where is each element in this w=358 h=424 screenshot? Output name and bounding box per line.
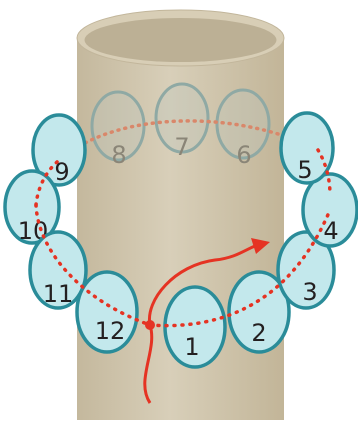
- ring-8-label: 8: [111, 141, 126, 169]
- ring-12: 12: [75, 270, 139, 354]
- ring-8-ellipse: [90, 90, 146, 162]
- ring-7-label: 7: [174, 133, 189, 161]
- ring-11: 11: [28, 230, 88, 310]
- cylinder-top-inner: [84, 18, 277, 62]
- ring-7-ellipse: [154, 82, 210, 154]
- ring-5-label: 5: [297, 156, 312, 184]
- ring-11-label: 11: [43, 280, 74, 308]
- ring-5-ellipse: [279, 111, 335, 185]
- ring-9: 9: [31, 113, 87, 187]
- ring-2: 2: [227, 270, 291, 354]
- ring-3: 3: [276, 230, 336, 310]
- ring-10-ellipse: [3, 169, 61, 245]
- ring-2-ellipse: [227, 270, 291, 354]
- ring-9-label: 9: [54, 158, 69, 186]
- ring-8: 8: [90, 90, 146, 169]
- path-front-dotted-left: [34, 203, 152, 327]
- ring-3-ellipse: [276, 230, 336, 310]
- ring-4-label: 4: [323, 217, 338, 245]
- ring-6-label: 6: [236, 141, 251, 169]
- ring-7: 7: [154, 82, 210, 161]
- ring-2-label: 2: [251, 319, 266, 347]
- ring-9-ellipse: [31, 113, 87, 187]
- ring-12-label: 12: [95, 317, 126, 345]
- back-rings: 6 7 8: [90, 82, 271, 169]
- ring-4: 4: [301, 172, 358, 248]
- path-solid-arrow-line: [143, 244, 256, 404]
- ring-11-ellipse: [28, 230, 88, 310]
- path-back-dotted: [60, 119, 320, 160]
- ring-3-label: 3: [302, 278, 317, 306]
- ring-12-ellipse: [75, 270, 139, 354]
- arrowhead-icon: [251, 238, 270, 254]
- crossing-point-marker: [145, 320, 155, 330]
- path-front-dotted-upper-right: [316, 148, 332, 197]
- ring-4-ellipse: [301, 172, 358, 248]
- dotted-path: [34, 148, 332, 328]
- ring-1-label: 1: [184, 333, 199, 361]
- path-front-dotted-right: [148, 208, 332, 328]
- solid-path: [143, 238, 270, 404]
- ring-5: 5: [279, 111, 335, 185]
